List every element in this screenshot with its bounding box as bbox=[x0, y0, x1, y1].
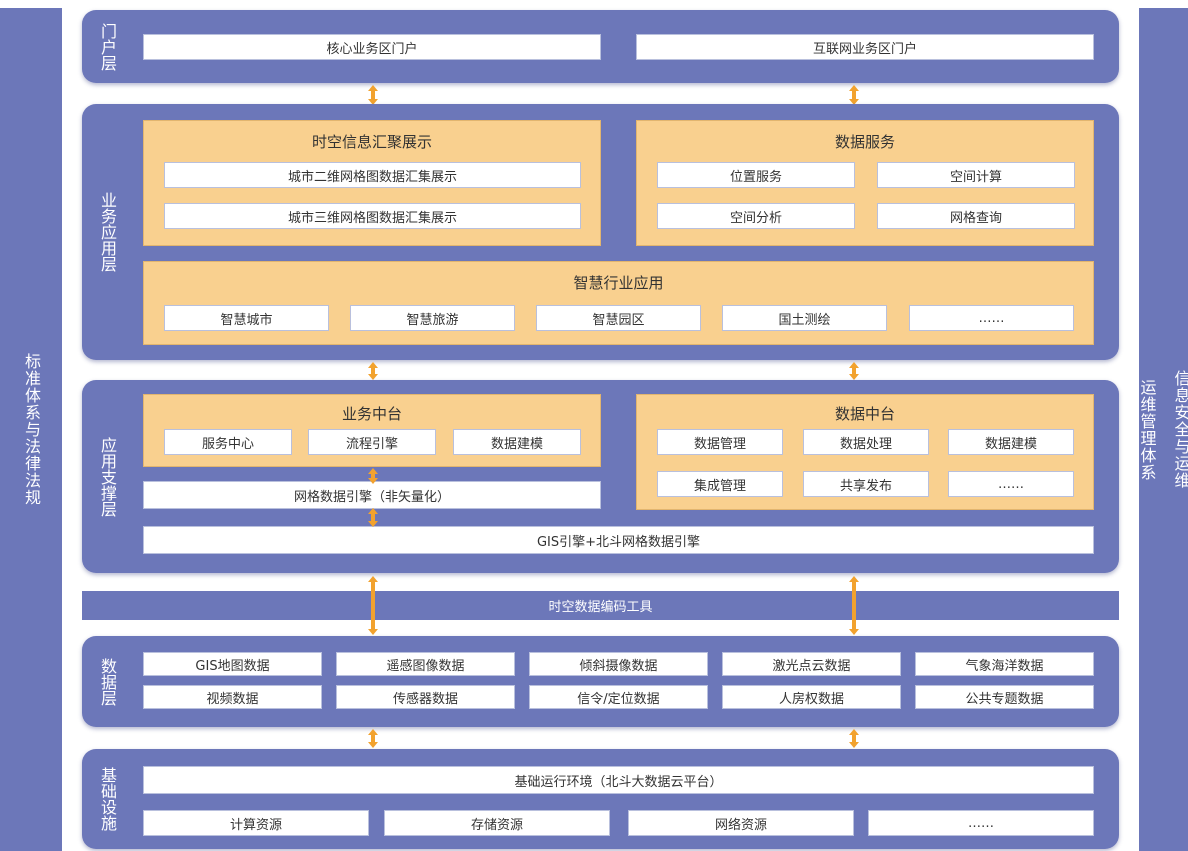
arrow-data-infra-left bbox=[368, 729, 378, 748]
spatiotemporal-item: 城市三维网格图数据汇集展示 bbox=[164, 203, 581, 229]
industry-item: 智慧城市 bbox=[164, 305, 329, 331]
industry-title: 智慧行业应用 bbox=[573, 274, 664, 292]
gis-engine: GIS引擎+北斗网格数据引擎 bbox=[143, 526, 1094, 554]
data-service-item: 位置服务 bbox=[657, 162, 855, 188]
resource-item: 计算资源 bbox=[143, 810, 369, 836]
data-item: 公共专题数据 bbox=[915, 685, 1094, 709]
encoding-tool-band: 时空数据编码工具 bbox=[82, 591, 1119, 620]
business-layer: 业务应用层 时空信息汇聚展示 城市二维网格图数据汇集展示 城市三维网格图数据汇集… bbox=[82, 104, 1119, 360]
arrow-support-data-right bbox=[849, 576, 859, 635]
data-service-item: 网格查询 bbox=[877, 203, 1075, 229]
data-platform-title: 数据中台 bbox=[834, 405, 895, 423]
arrow-portal-business-right bbox=[849, 85, 859, 105]
portal-core: 核心业务区门户 bbox=[143, 34, 601, 60]
data-platform-item: 共享发布 bbox=[803, 471, 929, 497]
data-item: 激光点云数据 bbox=[722, 652, 901, 676]
arrow-business-support-left bbox=[368, 362, 378, 380]
data-platform-item: 数据建模 bbox=[948, 429, 1074, 455]
data-item: 信令/定位数据 bbox=[529, 685, 708, 709]
business-platform-item: 流程引擎 bbox=[308, 429, 436, 455]
data-platform-item: …… bbox=[948, 471, 1074, 497]
support-layer: 应用支撑层 业务中台 服务中心 流程引擎 数据建模 网格数据引擎（非矢量化） 数… bbox=[82, 380, 1119, 573]
spatiotemporal-item: 城市二维网格图数据汇集展示 bbox=[164, 162, 581, 188]
data-item: 遥感图像数据 bbox=[336, 652, 515, 676]
data-service-item: 空间分析 bbox=[657, 203, 855, 229]
industry-item: …… bbox=[909, 305, 1074, 331]
arrow-platform-grid bbox=[368, 468, 378, 484]
industry-panel: 智慧行业应用 智慧城市 智慧旅游 智慧园区 国土测绘 …… bbox=[143, 261, 1094, 345]
arrow-support-data-left bbox=[368, 576, 378, 635]
resource-item: 网络资源 bbox=[628, 810, 854, 836]
grid-data-engine: 网格数据引擎（非矢量化） bbox=[143, 481, 601, 509]
support-layer-label: 应用支撑层 bbox=[98, 436, 117, 517]
infrastructure-layer-label: 基础设施 bbox=[98, 767, 117, 831]
data-layer: 数据层 GIS地图数据 遥感图像数据 倾斜摄像数据 激光点云数据 气象海洋数据 … bbox=[82, 636, 1119, 727]
arrow-business-support-right bbox=[849, 362, 859, 380]
arrow-portal-business-left bbox=[368, 85, 378, 105]
infrastructure-layer: 基础设施 基础运行环境（北斗大数据云平台） 计算资源 存储资源 网络资源 …… bbox=[82, 749, 1119, 849]
data-platform-item: 数据处理 bbox=[803, 429, 929, 455]
spatiotemporal-title: 时空信息汇聚展示 bbox=[311, 133, 432, 151]
data-item: 视频数据 bbox=[143, 685, 322, 709]
data-item: 气象海洋数据 bbox=[915, 652, 1094, 676]
business-platform-item: 数据建模 bbox=[453, 429, 581, 455]
portal-layer: 门户层 核心业务区门户 互联网业务区门户 bbox=[82, 10, 1119, 83]
data-service-panel: 数据服务 位置服务 空间计算 空间分析 网格查询 bbox=[636, 120, 1094, 246]
business-platform-item: 服务中心 bbox=[164, 429, 292, 455]
spatiotemporal-panel: 时空信息汇聚展示 城市二维网格图数据汇集展示 城市三维网格图数据汇集展示 bbox=[143, 120, 601, 246]
data-service-item: 空间计算 bbox=[877, 162, 1075, 188]
business-platform-panel: 业务中台 服务中心 流程引擎 数据建模 bbox=[143, 394, 601, 467]
portal-internet: 互联网业务区门户 bbox=[636, 34, 1094, 60]
industry-item: 国土测绘 bbox=[722, 305, 887, 331]
resource-item: 存储资源 bbox=[384, 810, 610, 836]
left-sidebar: 标准体系与法律法规 bbox=[0, 8, 62, 851]
data-item: GIS地图数据 bbox=[143, 652, 322, 676]
business-layer-label: 业务应用层 bbox=[98, 192, 117, 272]
right-sidebar: 信息安全与运维 运维管理体系 bbox=[1138, 8, 1188, 851]
industry-item: 智慧旅游 bbox=[350, 305, 515, 331]
data-item: 传感器数据 bbox=[336, 685, 515, 709]
resource-item: …… bbox=[868, 810, 1094, 836]
data-platform-item: 集成管理 bbox=[657, 471, 783, 497]
data-item: 人房权数据 bbox=[722, 685, 901, 709]
data-platform-item: 数据管理 bbox=[657, 429, 783, 455]
data-item: 倾斜摄像数据 bbox=[529, 652, 708, 676]
data-platform-panel: 数据中台 数据管理 数据处理 数据建模 集成管理 共享发布 …… bbox=[636, 394, 1094, 510]
portal-layer-label: 门户层 bbox=[98, 22, 117, 71]
data-service-title: 数据服务 bbox=[834, 133, 895, 151]
right-sidebar-label-1: 信息安全与运维 bbox=[1171, 370, 1188, 489]
data-layer-label: 数据层 bbox=[98, 657, 117, 706]
business-platform-title: 业务中台 bbox=[341, 405, 402, 423]
arrow-data-infra-right bbox=[849, 729, 859, 748]
industry-item: 智慧园区 bbox=[536, 305, 701, 331]
arrow-grid-gis bbox=[368, 508, 378, 527]
runtime-environment: 基础运行环境（北斗大数据云平台） bbox=[143, 766, 1094, 794]
left-sidebar-label: 标准体系与法律法规 bbox=[22, 353, 41, 506]
right-sidebar-label-2: 运维管理体系 bbox=[1137, 378, 1157, 481]
